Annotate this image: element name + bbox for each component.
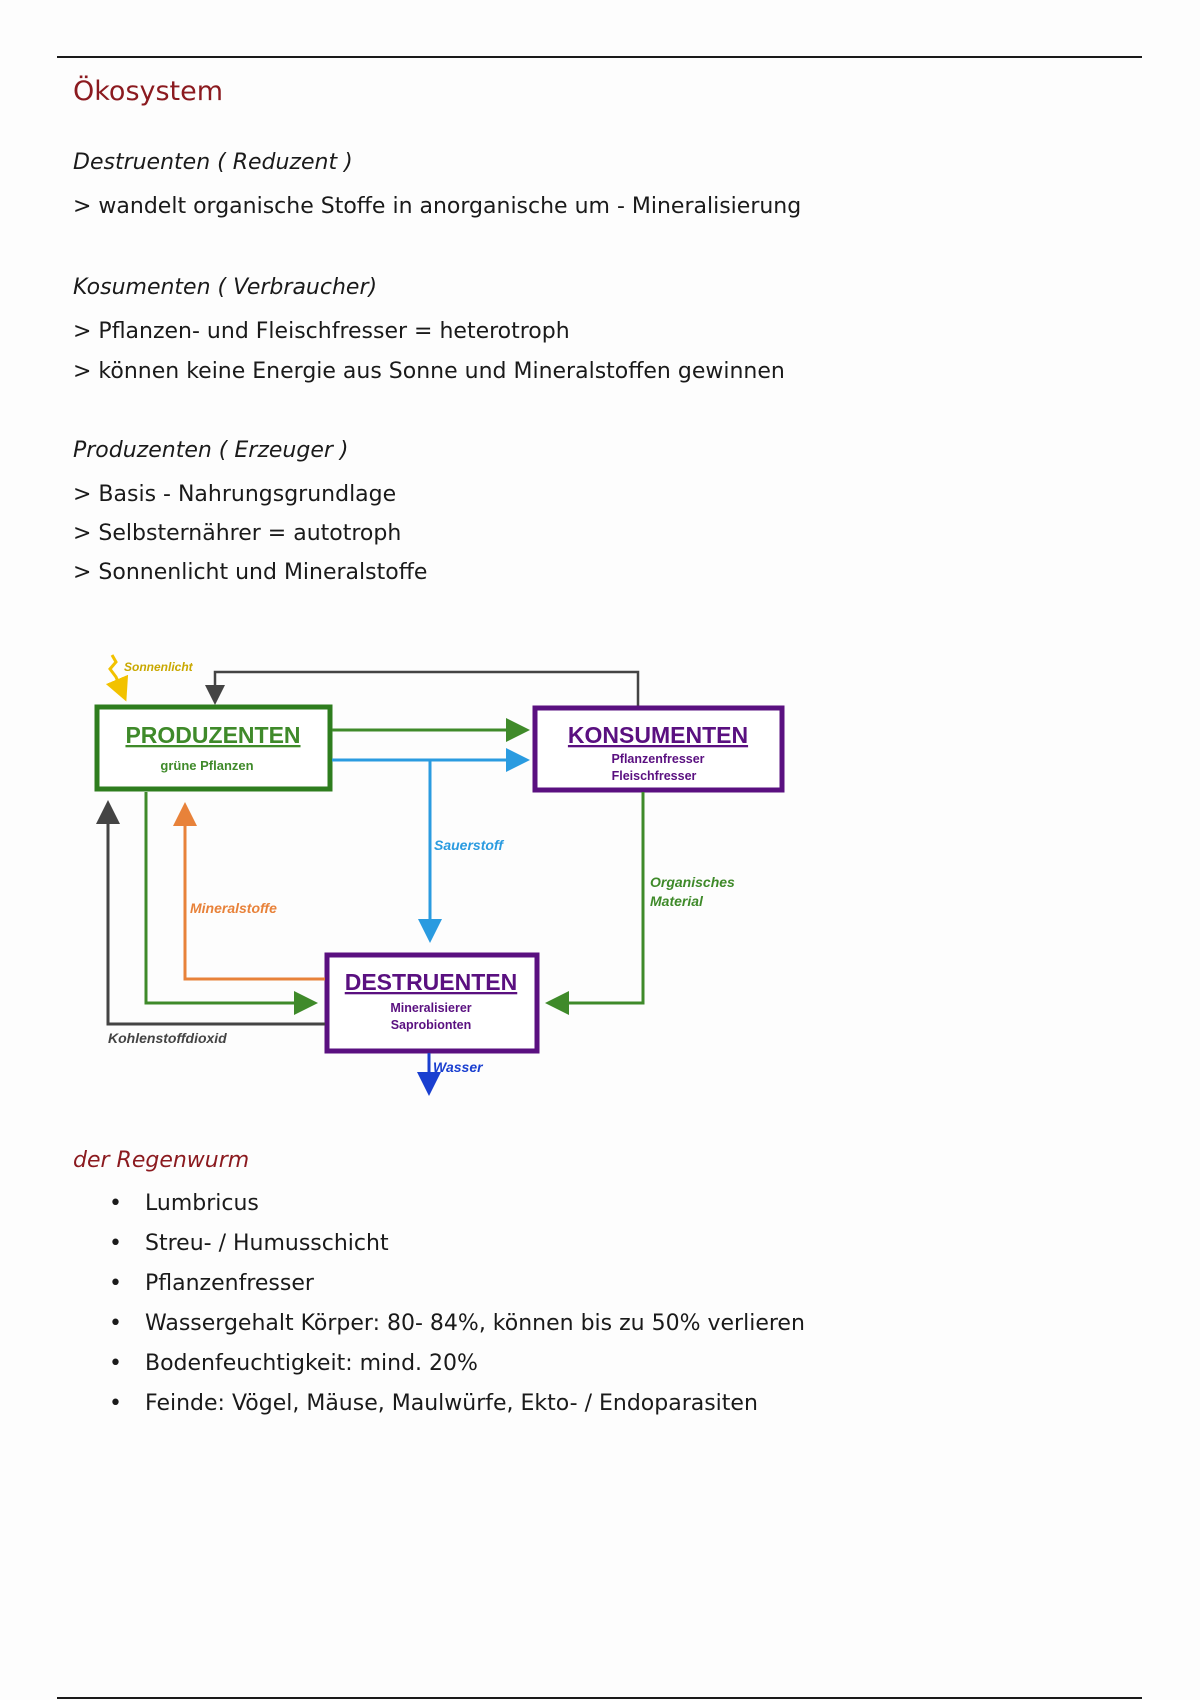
consumers-box [532, 705, 785, 793]
konsumenten-line-1: > Pflanzen- und Fleischfresser = heterot… [73, 319, 570, 344]
list-item: •Bodenfeuchtigkeit: mind. 20% [109, 1351, 478, 1376]
list-item: •Streu- / Humusschicht [109, 1231, 389, 1256]
section-heading-konsumenten: Kosumenten ( Verbraucher) [73, 275, 378, 300]
bullet-icon: • [109, 1351, 122, 1376]
page-title: Ökosystem [73, 76, 224, 107]
producers-sub: grüne Pflanzen [160, 758, 253, 773]
decomposers-sub-1: Mineralisierer [390, 1001, 471, 1015]
produzenten-line-1: > Basis - Nahrungsgrundlage [73, 482, 397, 507]
sunlight-icon [105, 654, 129, 702]
bullet-icon: • [109, 1271, 122, 1296]
ecosystem-diagram: Sonnenlicht PRODUZENTEN grüne Pflanzen K… [94, 654, 785, 1096]
list-item: •Pflanzenfresser [109, 1271, 314, 1296]
produzenten-line-3: > Sonnenlicht und Mineralstoffe [73, 560, 428, 585]
label-oxygen: Sauerstoff [434, 837, 504, 853]
consumers-sub-2: Fleischfresser [612, 769, 697, 783]
decomposers-title: DESTRUENTEN [345, 969, 518, 995]
section-heading-regenwurm: der Regenwurm [73, 1148, 250, 1173]
bullet-icon: • [109, 1311, 122, 1336]
bullet-icon: • [109, 1391, 122, 1416]
regenwurm-list: •Lumbricus •Streu- / Humusschicht •Pflan… [105, 1190, 805, 1430]
producers-title: PRODUZENTEN [125, 722, 300, 748]
decomposers-box [324, 952, 540, 1054]
label-organic-2: Material [650, 893, 704, 909]
section-heading-produzenten: Produzenten ( Erzeuger ) [73, 438, 349, 463]
label-organic-1: Organisches [650, 874, 735, 890]
arrow-organic-to-decomposers [545, 792, 645, 1015]
section-heading-destruenten: Destruenten ( Reduzent ) [73, 150, 353, 175]
list-item: •Wassergehalt Körper: 80- 84%, können bi… [109, 1311, 805, 1336]
label-co2: Kohlenstoffdioxid [108, 1030, 227, 1046]
label-sunlight: Sonnenlicht [124, 660, 194, 674]
label-minerals: Mineralstoffe [190, 900, 277, 916]
arrow-minerals-to-producers [173, 802, 325, 981]
producers-box [94, 704, 333, 792]
list-item: •Lumbricus [109, 1191, 259, 1216]
destruenten-line-1: > wandelt organische Stoffe in anorganis… [73, 194, 802, 219]
consumers-sub-1: Pflanzenfresser [611, 752, 704, 766]
bullet-icon: • [109, 1191, 122, 1216]
consumers-title: KONSUMENTEN [568, 722, 748, 748]
top-rule [57, 56, 1142, 58]
bottom-rule [57, 1697, 1142, 1699]
arrow-co2-to-producers [96, 800, 325, 1026]
decomposers-sub-2: Saprobionten [391, 1018, 472, 1032]
arrow-producers-to-decomposers [144, 792, 318, 1015]
arrow-consumers-to-producers-co2 [205, 670, 640, 712]
konsumenten-line-2: > können keine Energie aus Sonne und Min… [73, 359, 785, 384]
produzenten-line-2: > Selbsternährer = autotroph [73, 521, 402, 546]
label-water: Wasser [433, 1059, 484, 1075]
bullet-icon: • [109, 1231, 122, 1256]
list-item: •Feinde: Vögel, Mäuse, Maulwürfe, Ekto- … [109, 1391, 758, 1416]
